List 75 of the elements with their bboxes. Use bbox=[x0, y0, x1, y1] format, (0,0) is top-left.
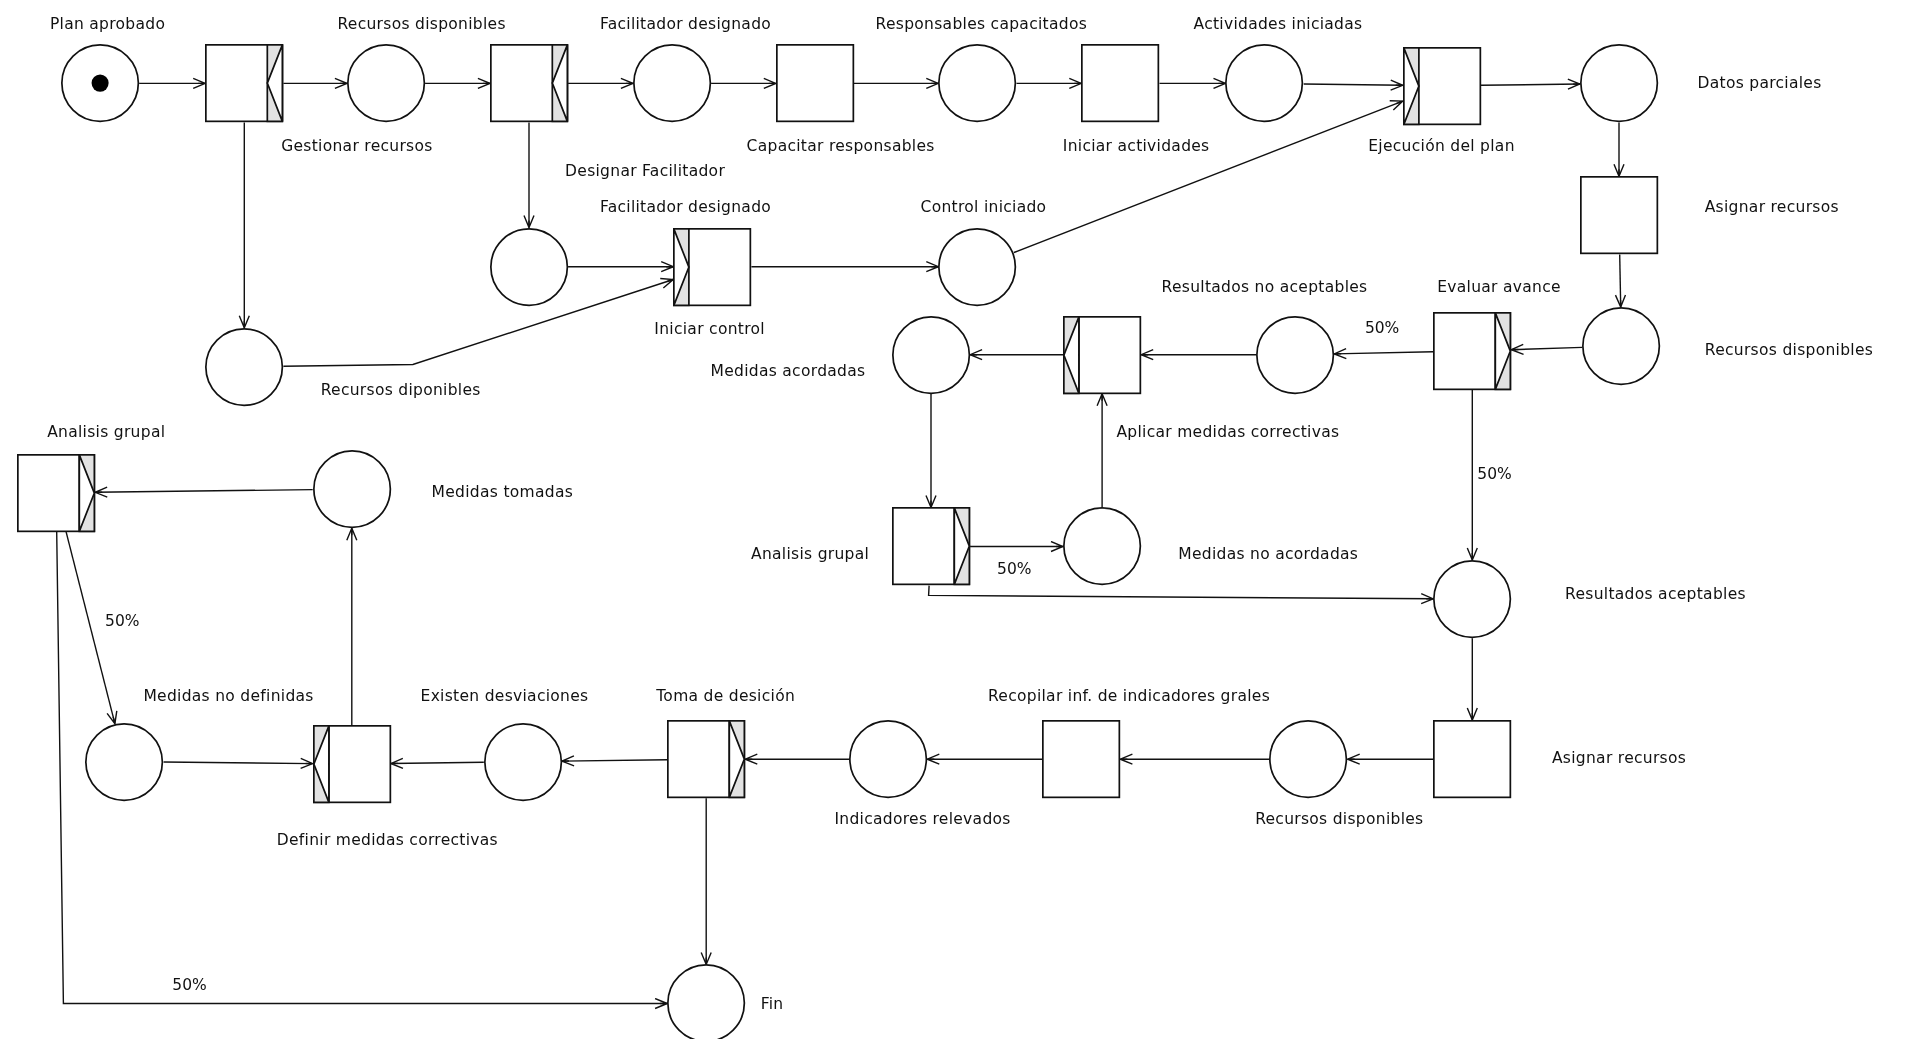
arrow bbox=[744, 753, 850, 765]
arrow bbox=[282, 77, 348, 90]
arrow bbox=[561, 755, 668, 767]
arrow bbox=[926, 753, 1043, 765]
arrow bbox=[238, 121, 250, 329]
place-label: Recursos disponibles bbox=[1255, 810, 1424, 829]
transition-label: Ejecución del plan bbox=[1368, 136, 1515, 155]
arrow bbox=[523, 121, 535, 229]
arrow bbox=[424, 77, 491, 90]
place-label: Medidas tomadas bbox=[431, 482, 574, 501]
place-label: Medidas no definidas bbox=[143, 686, 314, 705]
arrow bbox=[65, 531, 118, 725]
place-label: Recursos disponibles bbox=[337, 14, 506, 33]
place-label: Resultados aceptables bbox=[1565, 585, 1746, 604]
arrow bbox=[567, 77, 634, 90]
arrow bbox=[1466, 637, 1478, 721]
transition-label: Evaluar avance bbox=[1437, 278, 1561, 297]
transition-label: Toma de desición bbox=[656, 686, 796, 705]
arrow bbox=[1466, 389, 1478, 561]
arrow bbox=[162, 757, 314, 770]
place-label: Responsables capacitados bbox=[875, 14, 1088, 33]
arrow bbox=[1015, 77, 1082, 90]
arrow bbox=[567, 261, 674, 273]
arrow bbox=[1096, 393, 1108, 509]
transition-label: Iniciar actividades bbox=[1062, 136, 1210, 155]
arrow bbox=[390, 757, 485, 770]
arrow bbox=[969, 349, 1064, 361]
arrow bbox=[138, 77, 206, 90]
place-label: Facilitador designado bbox=[599, 14, 772, 33]
arrow bbox=[346, 527, 358, 726]
place-label: Fin bbox=[760, 994, 784, 1013]
place-label: Facilitador designado bbox=[599, 197, 772, 216]
place-label: Existen desviaciones bbox=[420, 686, 589, 705]
arrow bbox=[1613, 121, 1625, 177]
arrow bbox=[1158, 77, 1227, 90]
place-label: Actividades iniciadas bbox=[1193, 14, 1363, 33]
transition-label: Iniciar control bbox=[654, 320, 765, 339]
arrow bbox=[56, 531, 668, 1010]
arrow bbox=[969, 540, 1064, 553]
arrow bbox=[1140, 349, 1257, 361]
transition-label: Gestionar recursos bbox=[281, 136, 433, 155]
arrow bbox=[1347, 753, 1434, 765]
place-label: Medidas acordadas bbox=[710, 361, 866, 380]
arrow bbox=[700, 797, 712, 966]
arrow bbox=[1013, 100, 1404, 254]
place-label: Recursos disponibles bbox=[1704, 340, 1874, 359]
place-label: Medidas no acordadas bbox=[1178, 544, 1359, 563]
arrow bbox=[927, 584, 1434, 605]
arrow bbox=[94, 486, 314, 498]
arrow bbox=[1333, 347, 1434, 360]
arrow bbox=[853, 77, 939, 90]
arrow bbox=[1119, 753, 1271, 765]
transition-label: Analisis grupal bbox=[47, 422, 166, 441]
place-label: Resultados no aceptables bbox=[1161, 278, 1368, 297]
arrow bbox=[1480, 78, 1581, 90]
place-label: Recursos diponibles bbox=[320, 381, 481, 400]
transition-label: Asignar recursos bbox=[1551, 748, 1687, 767]
transition-label: Definir medidas correctivas bbox=[276, 830, 498, 849]
arrow bbox=[1510, 343, 1583, 355]
transition-label: Analisis grupal bbox=[751, 544, 870, 563]
transition-label: Aplicar medidas correctivas bbox=[1116, 422, 1340, 441]
arrow bbox=[750, 261, 939, 273]
arrow bbox=[1303, 79, 1404, 91]
transition-label: Asignar recursos bbox=[1704, 197, 1839, 216]
place-label: Plan aprobado bbox=[49, 14, 166, 33]
place-label: Control iniciado bbox=[920, 197, 1047, 216]
transition-label: Recopilar inf. de indicadores grales bbox=[987, 686, 1271, 705]
transition-label: Designar Facilitador bbox=[565, 162, 726, 181]
place-label: Datos parciales bbox=[1697, 74, 1822, 93]
arrow bbox=[1614, 253, 1627, 308]
place-label: Indicadores relevados bbox=[834, 810, 1011, 829]
transition-label: Capacitar responsables bbox=[746, 136, 935, 155]
arrow bbox=[282, 277, 674, 367]
arrow bbox=[925, 393, 937, 509]
arrow bbox=[710, 77, 777, 90]
